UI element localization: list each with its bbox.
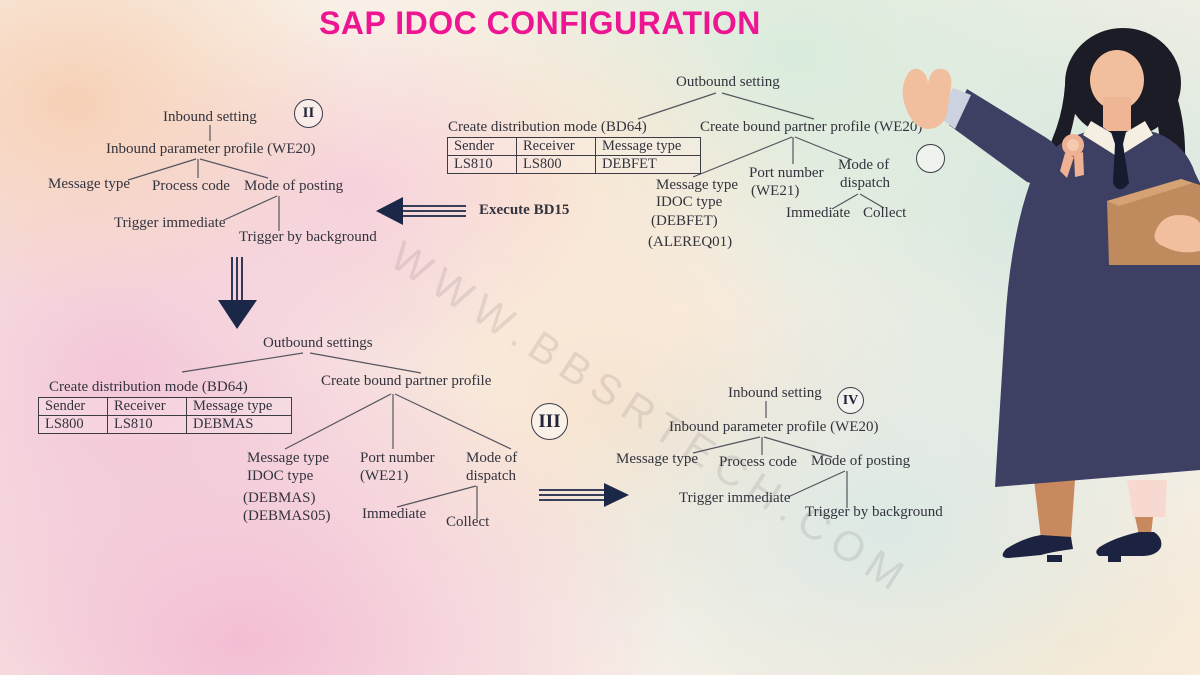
cuff bbox=[939, 88, 971, 129]
step3-idoc-type: IDOC type bbox=[247, 468, 314, 484]
table-header: Message type bbox=[186, 397, 292, 416]
legs bbox=[1002, 480, 1167, 562]
step1-collect: Collect bbox=[863, 205, 907, 221]
table-header: Sender bbox=[447, 137, 517, 156]
step3-distribution-mode: Create distribution mode (BD64) bbox=[49, 379, 248, 395]
step4-process-code: Process code bbox=[719, 454, 797, 470]
table-header: Receiver bbox=[107, 397, 187, 416]
step4-parameter-profile: Inbound parameter profile (WE20) bbox=[669, 419, 879, 435]
sender-cell: LS810 bbox=[447, 155, 517, 174]
receiver-cell: LS810 bbox=[107, 415, 187, 434]
step2-root: Inbound setting bbox=[163, 109, 257, 125]
step1-distribution-mode: Create distribution mode (BD64) bbox=[448, 119, 647, 135]
step1-root: Outbound setting bbox=[676, 74, 780, 90]
step4-root: Inbound setting bbox=[728, 385, 822, 401]
message-type-cell: DEBFET bbox=[595, 155, 701, 174]
step4-mode-of-posting: Mode of posting bbox=[811, 453, 911, 469]
step3-dispatch: dispatch bbox=[466, 468, 516, 484]
table-header: Message type bbox=[595, 137, 701, 156]
step1-partner-profile: Create bound partner profile (WE20) bbox=[700, 119, 923, 135]
step3-port-tcode: (WE21) bbox=[360, 468, 409, 484]
arrow-right-icon bbox=[539, 483, 629, 507]
table-header: Receiver bbox=[516, 137, 596, 156]
step3-port-number: Port number bbox=[360, 450, 435, 466]
left-shoe bbox=[1002, 535, 1073, 562]
step1-idoc-basictype: (DEBFET) bbox=[651, 213, 718, 229]
table-header: Sender bbox=[38, 397, 108, 416]
step2-mode-of-posting: Mode of posting bbox=[244, 178, 344, 194]
step4-message-type: Message type bbox=[616, 451, 699, 467]
arrow-down-icon bbox=[218, 257, 257, 329]
step1-port-number: Port number bbox=[749, 165, 824, 181]
step3-collect: Collect bbox=[446, 514, 490, 530]
message-type-cell: DEBMAS bbox=[186, 415, 292, 434]
step4-trigger-immediate: Trigger immediate bbox=[679, 490, 791, 506]
step3-partner-profile: Create bound partner profile bbox=[321, 373, 492, 389]
table-row: LS800 LS810 DEBMAS bbox=[38, 415, 292, 434]
step2-parameter-profile: Inbound parameter profile (WE20) bbox=[106, 141, 316, 157]
receiver-cell: LS800 bbox=[516, 155, 596, 174]
step1-dispatch: dispatch bbox=[840, 175, 890, 191]
right-shoe bbox=[1096, 532, 1162, 562]
step3-idoc-extension: (DEBMAS05) bbox=[243, 508, 331, 524]
step1-partner-table: Sender Receiver Message type LS810 LS800… bbox=[447, 137, 701, 174]
step1-message-type: Message type bbox=[656, 177, 739, 193]
step2-trigger-immediate: Trigger immediate bbox=[114, 215, 226, 231]
step1-idoc-alereq: (ALEREQ01) bbox=[648, 234, 733, 250]
step1-idoc-type: IDOC type bbox=[656, 194, 723, 210]
neck bbox=[1103, 97, 1131, 131]
execute-bd15-label: Execute BD15 bbox=[479, 202, 570, 218]
step1-mode-of: Mode of bbox=[838, 157, 890, 173]
step3-idoc-basictype: (DEBMAS) bbox=[243, 490, 316, 506]
hand-open-palm bbox=[902, 68, 952, 129]
step2-trigger-background: Trigger by background bbox=[239, 229, 377, 245]
step1-immediate: Immediate bbox=[786, 205, 851, 221]
step3-message-type: Message type bbox=[247, 450, 330, 466]
step1-port-tcode: (WE21) bbox=[751, 183, 800, 199]
step3-partner-table: Sender Receiver Message type LS800 LS810… bbox=[38, 397, 292, 434]
tie bbox=[1111, 132, 1129, 190]
step3-immediate: Immediate bbox=[362, 506, 427, 522]
step-3-badge: III bbox=[531, 403, 568, 440]
step4-trigger-background: Trigger by background bbox=[805, 504, 943, 520]
page-title: SAP IDOC CONFIGURATION bbox=[319, 5, 761, 41]
sender-cell: LS800 bbox=[38, 415, 108, 434]
presenter-illustration bbox=[902, 28, 1200, 562]
rosette-badge bbox=[1060, 134, 1084, 178]
face bbox=[1090, 50, 1144, 110]
holding-hand bbox=[1154, 215, 1200, 253]
step3-mode-of: Mode of bbox=[466, 450, 518, 466]
step-1-badge bbox=[916, 144, 945, 173]
step-4-badge: IV bbox=[837, 387, 864, 414]
step2-process-code: Process code bbox=[152, 178, 230, 194]
step3-root: Outbound settings bbox=[263, 335, 373, 351]
step2-message-type: Message type bbox=[48, 176, 131, 192]
table-row: LS810 LS800 DEBFET bbox=[447, 155, 701, 174]
arrow-left-icon bbox=[376, 197, 466, 225]
step-2-badge: II bbox=[294, 99, 323, 128]
raised-sleeve bbox=[949, 89, 1061, 184]
